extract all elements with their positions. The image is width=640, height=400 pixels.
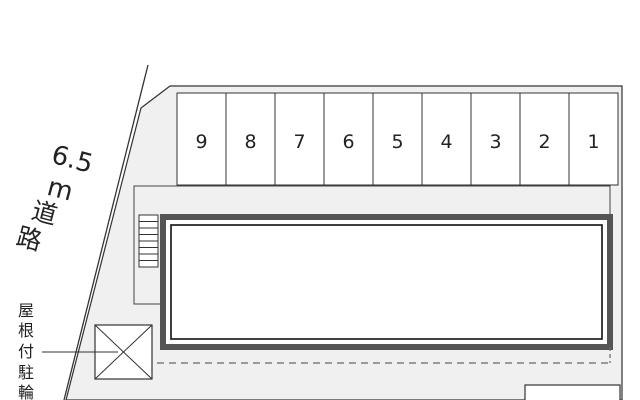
road-edge-line (63, 64, 149, 400)
adjacent-structure (524, 384, 621, 400)
building-inner-line (170, 224, 603, 340)
staircase (138, 214, 159, 268)
road-label: 6.5 m 道 路 (13, 140, 96, 256)
road-name-char: 路 (13, 222, 45, 256)
parking-space-number: 6 (342, 131, 354, 153)
parking-row: 9 8 7 6 5 4 3 2 1 (176, 92, 619, 186)
parking-space-number: 8 (244, 131, 256, 153)
parking-space-number: 7 (293, 131, 305, 153)
parking-space[interactable] (372, 92, 423, 186)
bike-parking-label: 屋 根 付 駐 輪 (18, 301, 34, 400)
parking-space[interactable] (421, 92, 472, 186)
building-outline (160, 214, 613, 350)
parking-space-number: 4 (440, 131, 452, 153)
building (133, 185, 613, 350)
parking-space[interactable] (323, 92, 374, 186)
parking-space[interactable] (274, 92, 325, 186)
parking-space[interactable] (568, 92, 619, 186)
parking-space[interactable] (470, 92, 521, 186)
bike-parking-label-char: 屋 (18, 301, 34, 320)
bike-parking-label-char: 駐 (18, 363, 34, 382)
parking-space-number: 1 (587, 131, 599, 153)
bike-parking-label-char: 輪 (18, 383, 34, 400)
parking-space-number: 3 (489, 131, 501, 153)
parking-space-number: 5 (391, 131, 403, 153)
bike-parking-label-char: 根 (18, 321, 34, 340)
parking-space-number: 2 (538, 131, 550, 153)
parking-space-number: 9 (195, 131, 207, 153)
parking-space[interactable] (519, 92, 570, 186)
parking-space[interactable] (176, 92, 227, 186)
bike-parking-label-char: 付 (18, 342, 34, 361)
